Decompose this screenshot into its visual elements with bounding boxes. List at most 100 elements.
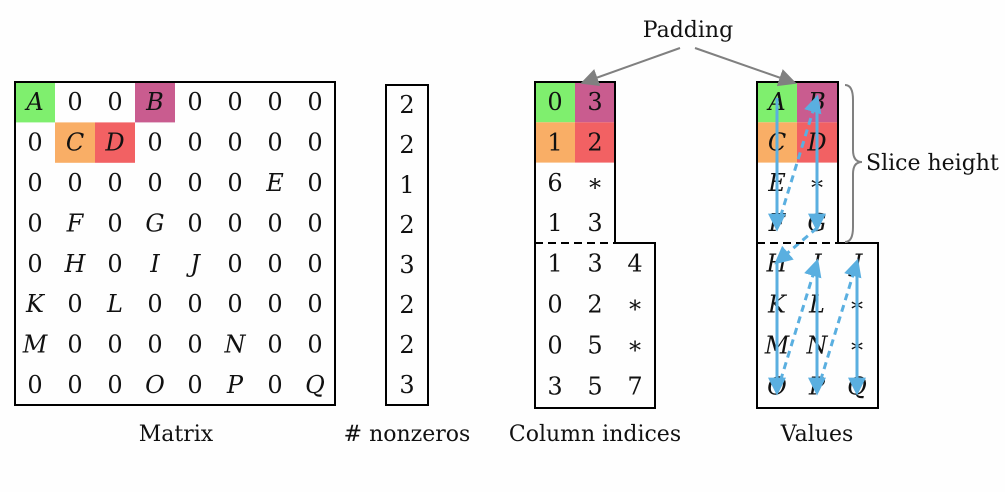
nonzeros-frame bbox=[385, 84, 429, 406]
matrix-cell: 0 bbox=[227, 290, 242, 318]
matrix-cell: Q bbox=[305, 371, 325, 399]
matrix-cell: 0 bbox=[227, 169, 242, 197]
nonzeros-cell: 2 bbox=[399, 211, 414, 239]
matrix-cell: 0 bbox=[187, 129, 202, 157]
matrix-cell: 0 bbox=[67, 88, 82, 116]
matrix-cell: 0 bbox=[187, 88, 202, 116]
column-index-cell: 1 bbox=[547, 209, 562, 237]
matrix-cell: 0 bbox=[307, 290, 322, 318]
storage-arrow-wrap bbox=[775, 94, 822, 229]
matrix-highlight-cell bbox=[55, 122, 95, 163]
column-indices-highlight-cell bbox=[535, 82, 575, 123]
column-index-cell: 0 bbox=[547, 88, 562, 116]
matrix-cell: 0 bbox=[267, 88, 282, 116]
matrix-cell: P bbox=[226, 371, 244, 399]
matrix-cell: 0 bbox=[227, 88, 242, 116]
nonzeros-cell: 2 bbox=[399, 331, 414, 359]
matrix-cell: 0 bbox=[187, 209, 202, 237]
padding-annotation: Padding bbox=[580, 18, 797, 87]
matrix-cell: 0 bbox=[107, 250, 122, 278]
matrix-cell: 0 bbox=[267, 371, 282, 399]
column-indices-frame bbox=[534, 81, 656, 409]
matrix-cell: G bbox=[145, 209, 164, 237]
storage-order-arrows bbox=[768, 94, 866, 396]
column-index-cell: ∗ bbox=[627, 291, 643, 319]
matrix-cell: 0 bbox=[227, 209, 242, 237]
column-index-cell: 0 bbox=[547, 291, 562, 319]
matrix-cell: 0 bbox=[67, 371, 82, 399]
matrix-cell: D bbox=[104, 129, 124, 157]
matrix-cell: 0 bbox=[107, 371, 122, 399]
nonzeros-cell: 2 bbox=[399, 91, 414, 119]
column-index-cell: 3 bbox=[587, 250, 602, 278]
column-index-cell: 1 bbox=[547, 250, 562, 278]
matrix-cell: O bbox=[145, 371, 165, 399]
slice-height-annotation: Slice height bbox=[844, 84, 999, 243]
storage-arrow-wrap bbox=[815, 258, 862, 393]
matrix-cell: 0 bbox=[267, 209, 282, 237]
matrix-cell: H bbox=[64, 250, 87, 278]
column-indices-highlight-cell bbox=[575, 82, 615, 123]
column-index-cell: 2 bbox=[587, 291, 602, 319]
column-indices-highlight-cell bbox=[575, 122, 615, 163]
matrix-cell: 0 bbox=[307, 209, 322, 237]
matrix-cell: L bbox=[106, 290, 123, 318]
matrix-cell: 0 bbox=[267, 250, 282, 278]
column-index-cell: ∗ bbox=[587, 169, 603, 197]
column-index-cell: 6 bbox=[547, 169, 562, 197]
matrix-cell: 0 bbox=[307, 88, 322, 116]
values-caption: Values bbox=[780, 422, 854, 447]
column-index-cell: 3 bbox=[587, 88, 602, 116]
matrix-cell: 0 bbox=[147, 169, 162, 197]
matrix-highlight-cell bbox=[95, 122, 135, 163]
matrix-cell: M bbox=[22, 331, 49, 359]
values-frame bbox=[756, 81, 879, 409]
column-index-cell: 2 bbox=[587, 128, 602, 156]
padding-arrow-left bbox=[580, 47, 681, 87]
matrix-cell: 0 bbox=[67, 290, 82, 318]
values-panel: ABCDE∗FGHIJKL∗MN∗OPQ bbox=[756, 81, 879, 409]
matrix-cell: 0 bbox=[67, 331, 82, 359]
column-index-cell: 7 bbox=[627, 373, 642, 401]
column-index-cell: 1 bbox=[547, 128, 562, 156]
matrix-cell: 0 bbox=[307, 331, 322, 359]
values-cells: ABCDE∗FGHIJKL∗MN∗OPQ bbox=[764, 88, 867, 400]
matrix-cell: J bbox=[185, 250, 201, 278]
matrix-highlight-cell bbox=[135, 82, 175, 123]
matrix-cell: 0 bbox=[267, 290, 282, 318]
matrix-cell: A bbox=[24, 88, 43, 116]
matrix-cell: 0 bbox=[307, 169, 322, 197]
matrix-cell: 0 bbox=[307, 250, 322, 278]
nonzeros-cell: 1 bbox=[399, 171, 414, 199]
matrix-cell: F bbox=[66, 209, 85, 237]
nonzeros-cell: 3 bbox=[399, 371, 414, 399]
matrix-frame bbox=[14, 81, 336, 406]
matrix-cell: 0 bbox=[147, 331, 162, 359]
column-index-cell: 0 bbox=[547, 332, 562, 360]
matrix-cell: K bbox=[25, 290, 46, 318]
matrix-cell: 0 bbox=[27, 371, 42, 399]
storage-arrow-wrap bbox=[775, 258, 822, 393]
column-index-cell: 5 bbox=[587, 373, 602, 401]
column-indices-caption: Column indices bbox=[509, 422, 681, 447]
column-index-cell: 3 bbox=[587, 209, 602, 237]
matrix-cell: 0 bbox=[187, 331, 202, 359]
matrix-cell: 0 bbox=[227, 250, 242, 278]
matrix-cell: 0 bbox=[187, 371, 202, 399]
matrix-cell: E bbox=[265, 169, 284, 197]
matrix-cell: 0 bbox=[307, 129, 322, 157]
matrix-cell: 0 bbox=[67, 169, 82, 197]
matrix-cell: 0 bbox=[107, 169, 122, 197]
matrix-cell: C bbox=[66, 129, 84, 157]
matrix-cell: 0 bbox=[107, 209, 122, 237]
matrix-cell: 0 bbox=[27, 209, 42, 237]
matrix-cell: 0 bbox=[107, 88, 122, 116]
matrix-cell: B bbox=[145, 88, 164, 116]
